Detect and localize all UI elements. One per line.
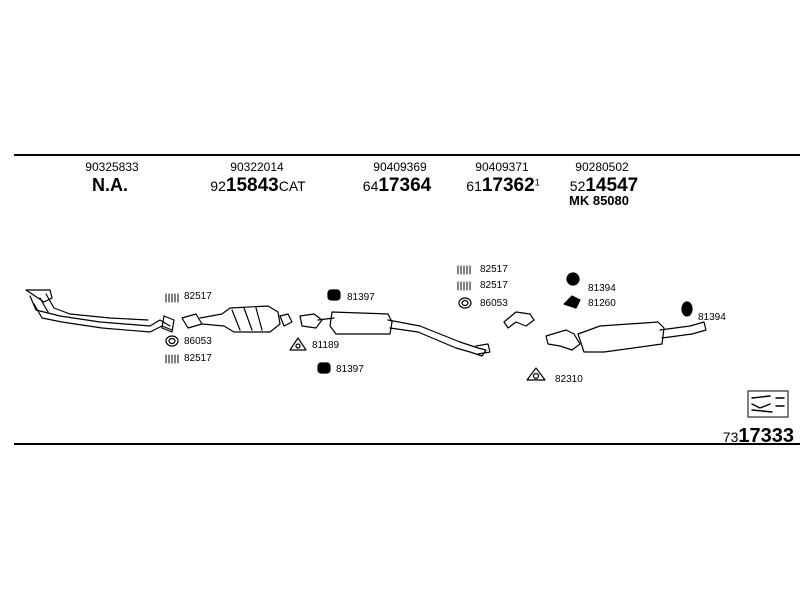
part-number-1: N.A. <box>92 175 128 195</box>
oe-number-1: 90325833 <box>85 160 139 174</box>
label-clamp-82517-c: 82517 <box>480 264 508 275</box>
kit-prefix: 73 <box>722 429 739 445</box>
part-prefix: 52 <box>569 178 586 194</box>
label-clamp-82517-a: 82517 <box>184 291 212 302</box>
part-suffix: 1 <box>534 177 540 188</box>
part-main: 15843 <box>225 175 279 196</box>
label-clamp-82517-d: 82517 <box>480 280 508 291</box>
label-seal-82310: 82310 <box>555 374 583 385</box>
label-mount-81397-b: 81397 <box>336 364 364 375</box>
part-number-4: 61173621 <box>466 175 539 197</box>
mk-kit-label: MK 85080 <box>569 193 629 208</box>
part-prefix: 61 <box>466 178 482 194</box>
label-gasket-86053-a: 86053 <box>184 336 212 347</box>
rubber-mount-icons <box>317 272 693 374</box>
flange-seal-icons <box>289 337 546 381</box>
part-number-5: 5214547 <box>570 175 638 197</box>
part-main: 17364 <box>378 175 432 196</box>
oe-number-2: 90322014 <box>230 160 284 174</box>
kit-box-icon <box>747 390 789 418</box>
part-number-2: 9215843CAT <box>210 175 305 197</box>
label-clamp-82517-b: 82517 <box>184 353 212 364</box>
label-mount-81397-a: 81397 <box>347 292 375 303</box>
oe-number-3: 90409369 <box>373 160 427 174</box>
front-pipe-drawing <box>25 289 175 333</box>
gasket-icons <box>165 297 472 347</box>
catalytic-converter-drawing <box>181 305 293 333</box>
oe-number-5: 90280502 <box>575 160 629 174</box>
label-gasket-86053-b: 86053 <box>480 298 508 309</box>
part-main: 14547 <box>585 175 639 196</box>
label-seal-81189: 81189 <box>312 340 340 351</box>
bottom-rule <box>14 443 800 445</box>
part-prefix: 92 <box>210 178 226 194</box>
part-number-3: 6417364 <box>363 175 431 197</box>
connecting-pipe-drawing <box>503 311 535 329</box>
kit-number: 7317333 <box>723 425 794 448</box>
middle-silencer-drawing <box>299 311 491 357</box>
label-mount-81394-b: 81394 <box>698 312 726 323</box>
part-suffix: CAT <box>278 178 306 194</box>
kit-main: 17333 <box>738 425 794 447</box>
top-rule <box>14 154 800 156</box>
rear-silencer-drawing <box>545 321 707 353</box>
label-mount-81260: 81260 <box>588 298 616 309</box>
part-prefix: 64 <box>362 178 379 194</box>
label-mount-81394-a: 81394 <box>588 283 616 294</box>
clamp-icons <box>165 265 471 364</box>
oe-number-4: 90409371 <box>475 160 529 174</box>
part-main: 17362 <box>481 175 535 196</box>
